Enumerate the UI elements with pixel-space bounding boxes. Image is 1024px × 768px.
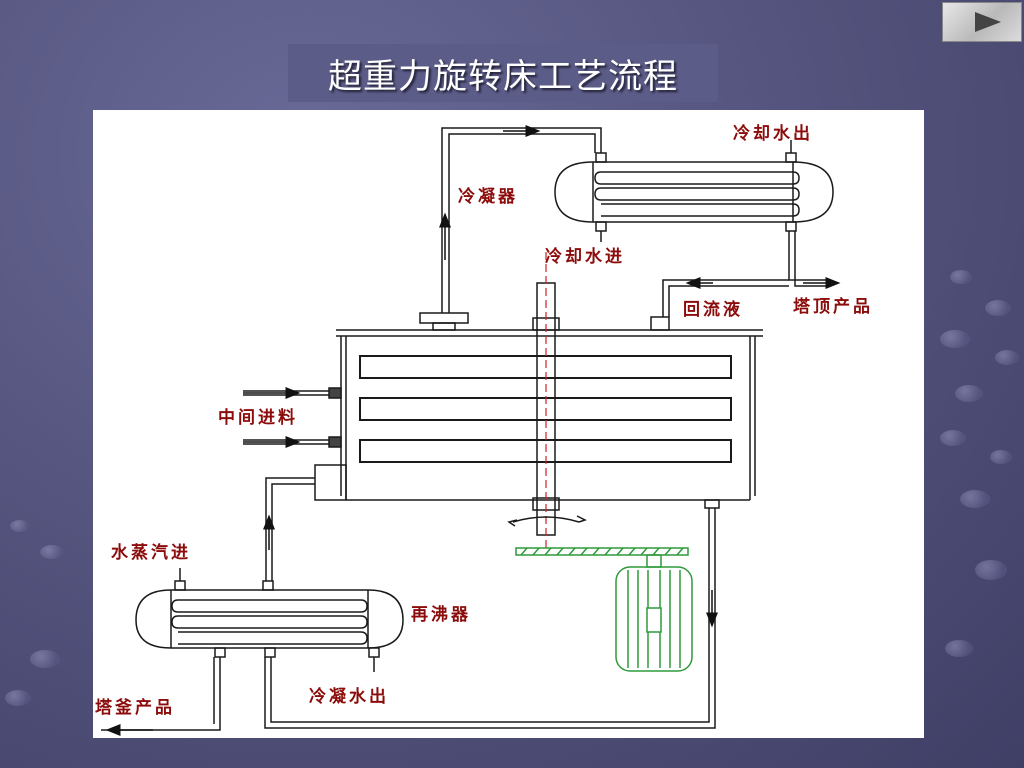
piping bbox=[101, 127, 831, 731]
label-steam-in: 水蒸汽进 bbox=[111, 542, 191, 563]
process-flow-diagram: 冷凝器 冷却水出 冷却水进 回流液 塔顶产品 中间进料 水蒸汽进 再沸器 塔釜产… bbox=[93, 110, 924, 738]
drive-belt bbox=[515, 547, 689, 556]
play-triangle-icon bbox=[975, 12, 1001, 32]
rotating-shaft bbox=[507, 252, 587, 548]
label-cooling-water-out: 冷却水出 bbox=[733, 123, 813, 144]
label-cooling-water-in: 冷却水进 bbox=[545, 246, 625, 267]
title-box: 超重力旋转床工艺流程 bbox=[288, 44, 718, 102]
label-condensate-out: 冷凝水出 bbox=[309, 686, 389, 707]
diagram-svg: 冷凝器 冷却水出 冷却水进 回流液 塔顶产品 中间进料 水蒸汽进 再沸器 塔釜产… bbox=[95, 123, 873, 736]
reboiler bbox=[135, 580, 404, 658]
slide-title: 超重力旋转床工艺流程 bbox=[328, 56, 678, 97]
label-bottom-product: 塔釜产品 bbox=[95, 697, 175, 718]
rotating-bed-vessel bbox=[314, 312, 763, 509]
label-top-product: 塔顶产品 bbox=[793, 296, 873, 317]
label-condenser: 冷凝器 bbox=[458, 186, 518, 207]
condenser bbox=[554, 152, 834, 232]
label-reflux: 回流液 bbox=[683, 299, 743, 320]
next-slide-button[interactable] bbox=[942, 2, 1022, 42]
motor bbox=[615, 554, 693, 672]
flow-arrows bbox=[105, 125, 841, 736]
label-reboiler: 再沸器 bbox=[411, 604, 471, 625]
label-middle-feed: 中间进料 bbox=[218, 407, 298, 428]
